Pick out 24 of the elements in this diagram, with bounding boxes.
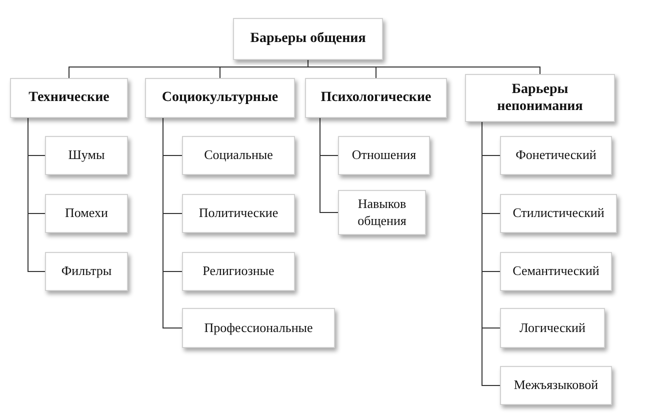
category-box: Технические <box>10 78 128 118</box>
category-box: Социокультурные <box>145 78 295 118</box>
connector-line <box>28 118 46 272</box>
item-box: Логический <box>500 308 605 348</box>
item-box: Шумы <box>45 136 128 175</box>
item-box: Религиозные <box>182 252 295 291</box>
connector-line <box>320 118 338 213</box>
item-box: Профессиональные <box>182 308 335 348</box>
item-box: Фильтры <box>45 252 128 291</box>
item-box: Отношения <box>338 136 430 175</box>
connector-line <box>308 60 540 74</box>
category-box: Психологические <box>305 78 447 118</box>
item-box: Социальные <box>182 136 295 175</box>
item-box: Семантический <box>500 252 612 291</box>
item-box: Помехи <box>45 194 128 233</box>
category-box: Барьеры общения <box>233 18 383 60</box>
connector-line <box>162 118 182 328</box>
connector-line <box>482 122 500 386</box>
item-box: Политические <box>182 194 295 233</box>
item-box: Фонетический <box>500 136 612 175</box>
category-box: Барьеры непонимания <box>465 74 615 122</box>
item-box: Навыков общения <box>338 190 426 235</box>
item-box: Стилистический <box>500 194 617 233</box>
item-box: Межъязыковой <box>500 366 612 405</box>
